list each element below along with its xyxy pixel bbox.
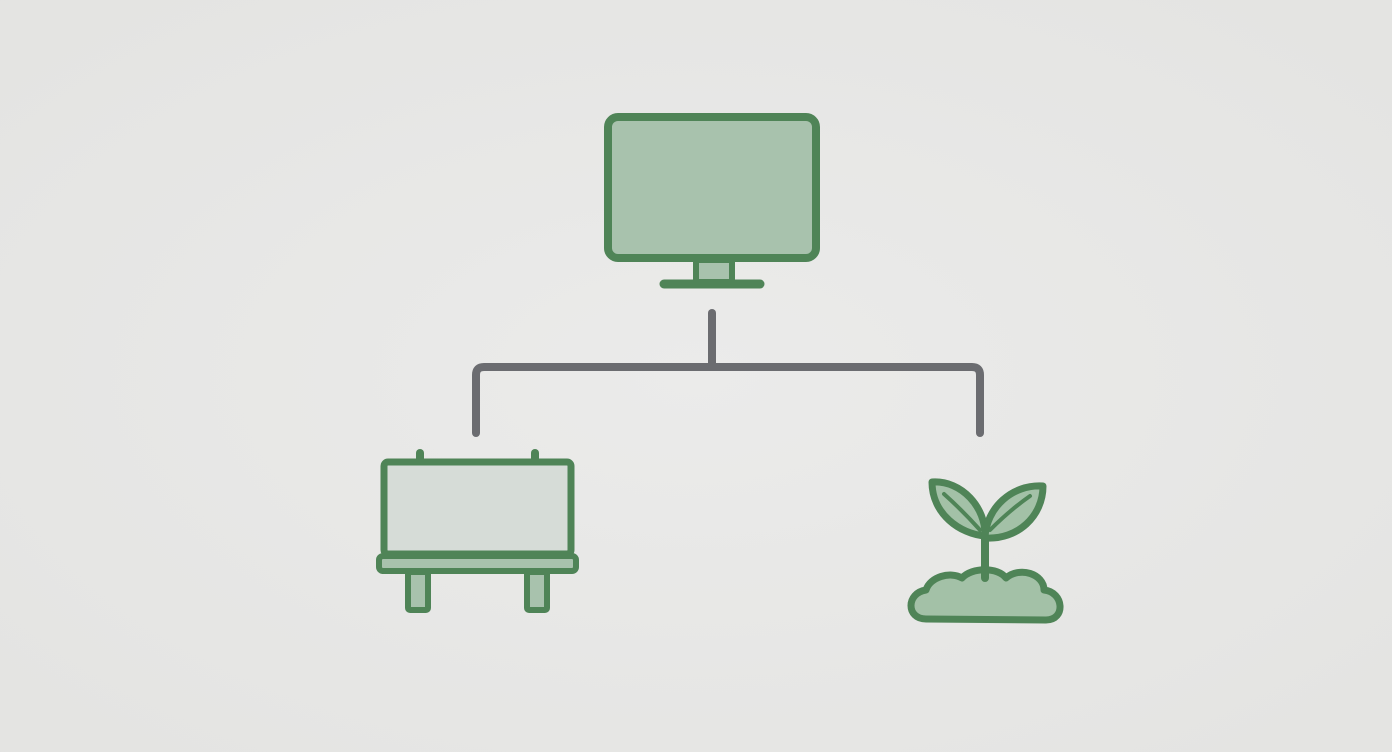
whiteboard-icon xyxy=(376,449,579,613)
monitor-screen xyxy=(604,113,820,262)
sprout-icon xyxy=(907,478,1064,624)
monitor-icon xyxy=(604,113,820,289)
sprout-leaf-vein-right xyxy=(988,494,1032,532)
whiteboard-leg-right xyxy=(524,569,550,613)
whiteboard-panel xyxy=(380,458,575,558)
tree-connector xyxy=(472,309,984,437)
whiteboard-ledge xyxy=(376,553,579,574)
whiteboard-leg-left xyxy=(405,569,431,613)
connector-right-branch xyxy=(708,363,984,437)
monitor-neck xyxy=(693,257,735,285)
connector-left-branch xyxy=(472,363,716,437)
sprout-leaf-vein-left xyxy=(942,492,982,532)
